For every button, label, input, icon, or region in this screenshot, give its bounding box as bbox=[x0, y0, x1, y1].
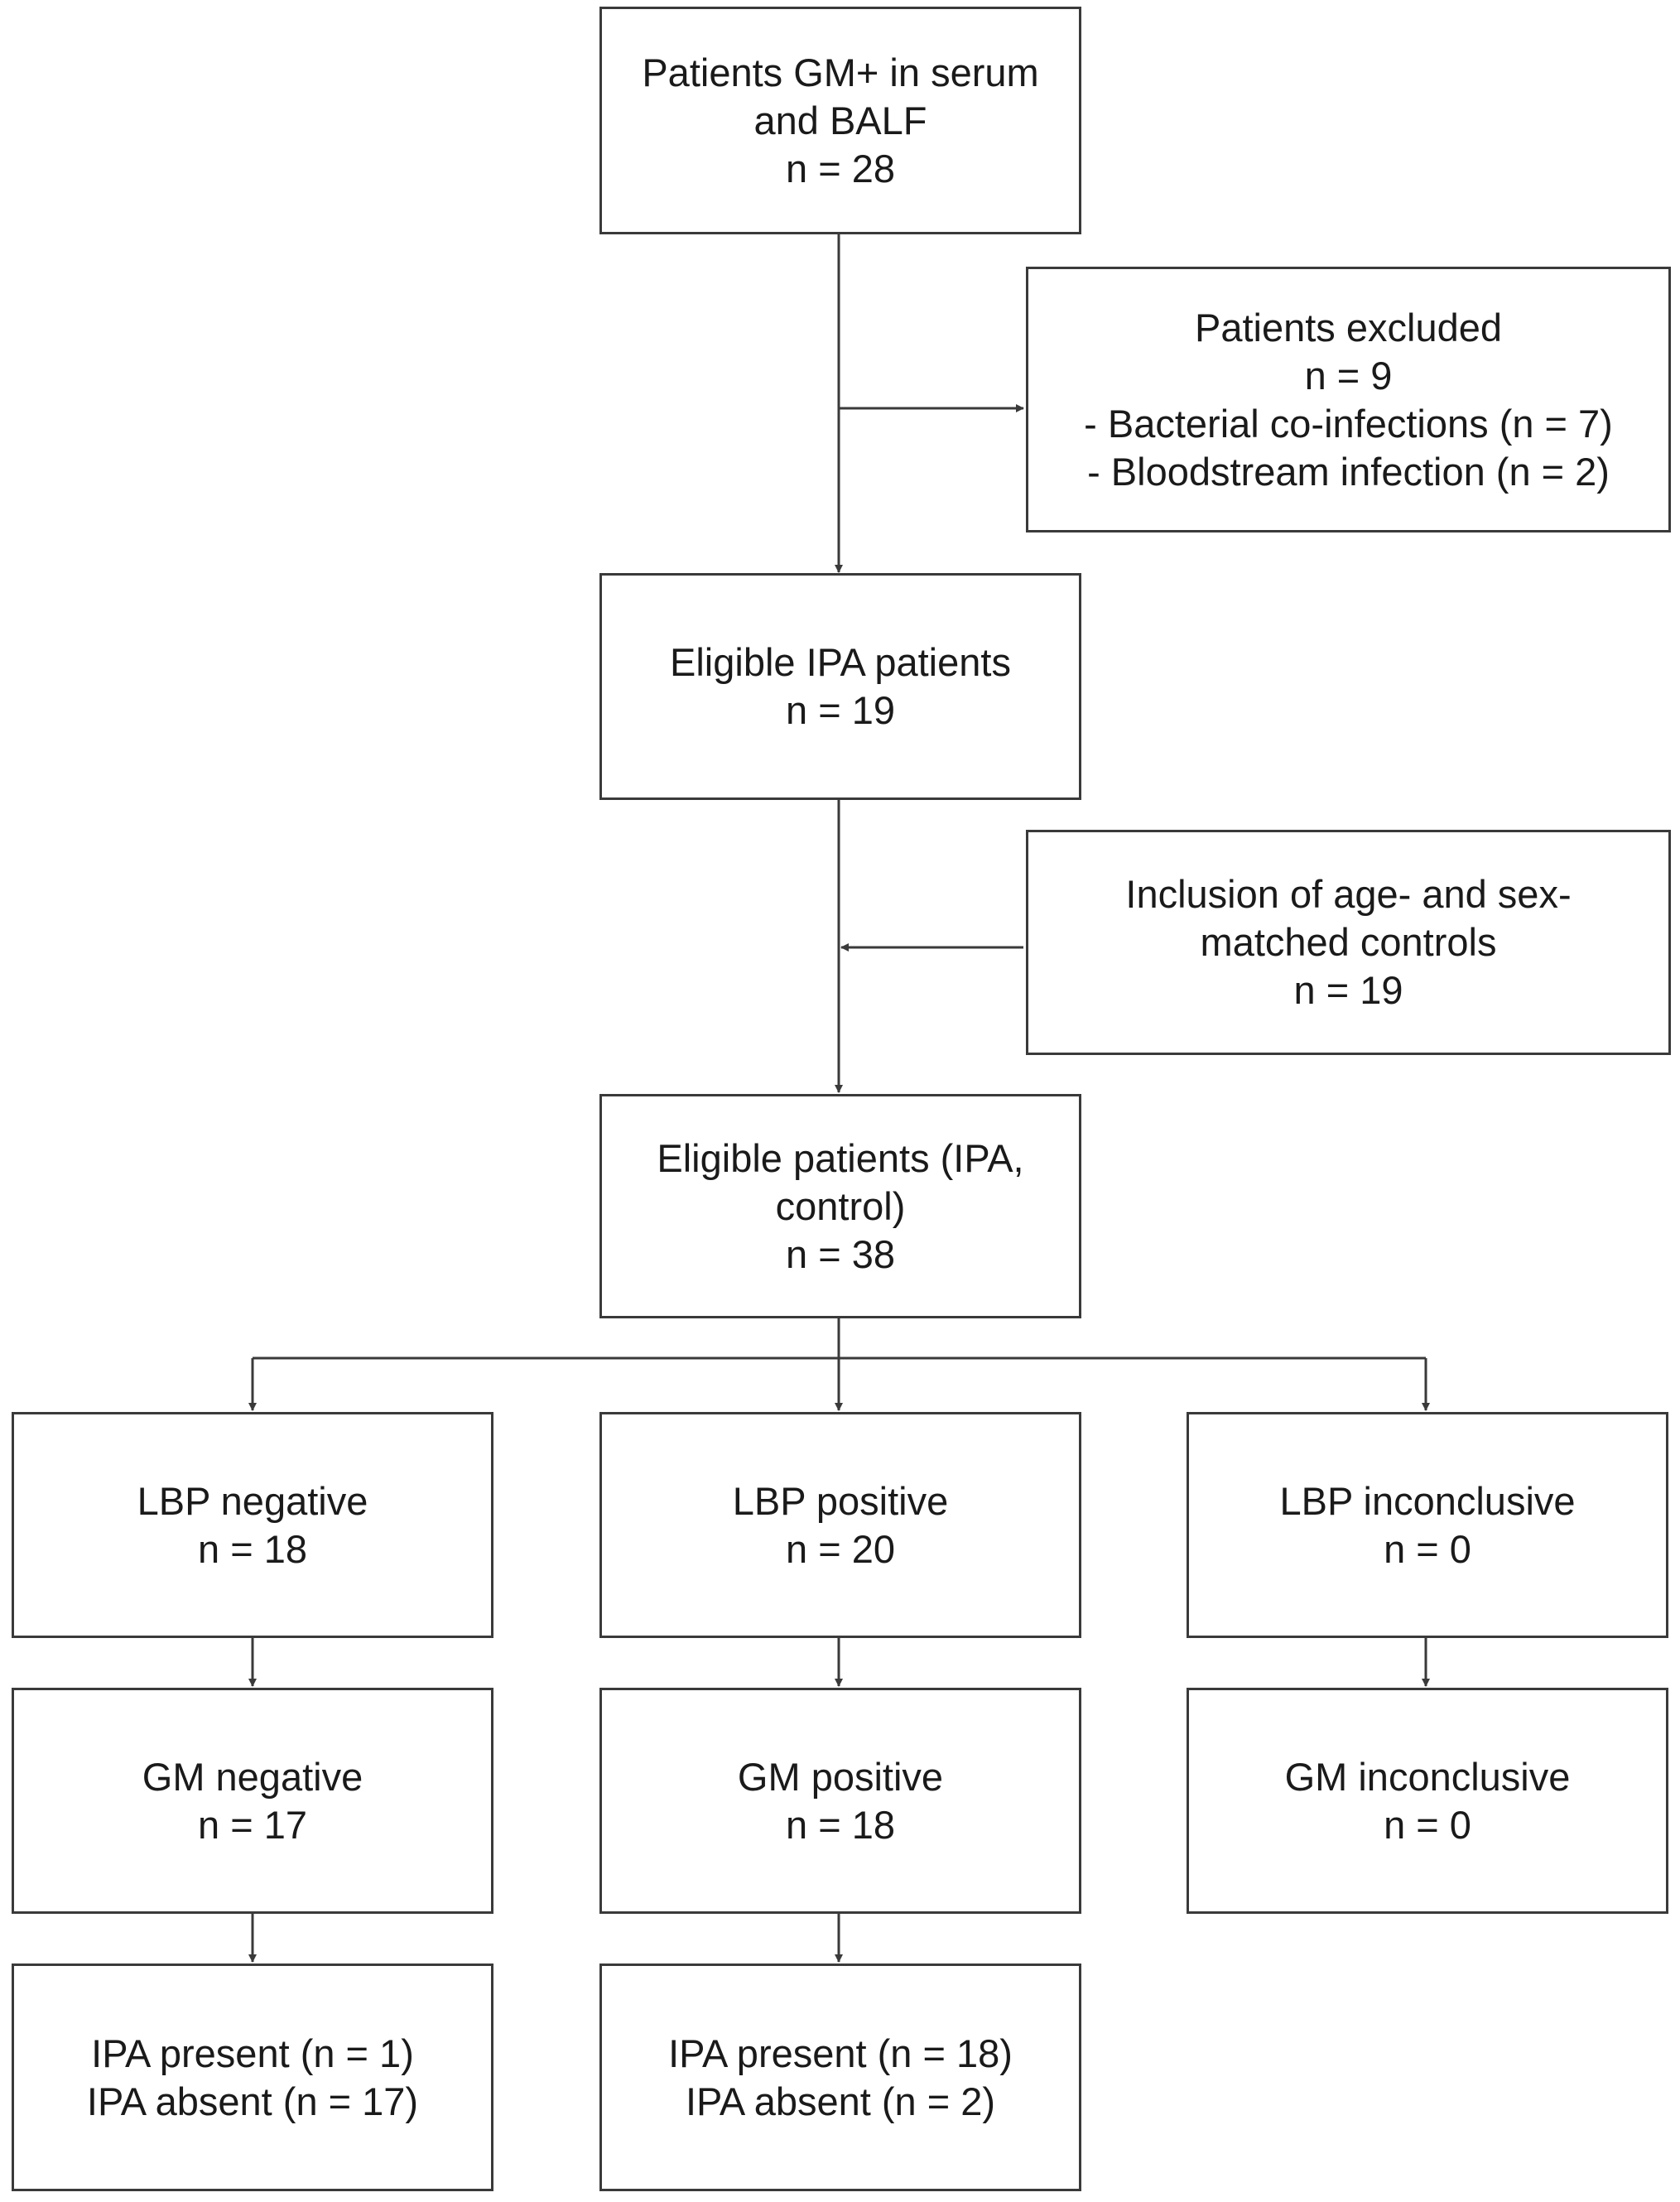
box-excluded-line-2: n = 9 bbox=[1304, 353, 1393, 398]
box-gm-positive-line-1: GM positive bbox=[737, 1754, 944, 1799]
box-controls-line-3: n = 19 bbox=[1293, 968, 1403, 1012]
box-lbp-inconclusive-line-1: LBP inconclusive bbox=[1279, 1478, 1576, 1523]
box-eligible-all-line-2: control) bbox=[775, 1183, 906, 1228]
box-lbp-positive-line-2: n = 20 bbox=[786, 1526, 895, 1571]
box-gm-negative-line-1: GM negative bbox=[142, 1754, 363, 1799]
box-ipa-negative-branch: IPA present (n = 1) IPA absent (n = 17) bbox=[12, 1963, 493, 2191]
box-lbp-inconclusive-line-2: n = 0 bbox=[1384, 1526, 1471, 1571]
box-gm-negative: GM negative n = 17 bbox=[12, 1688, 493, 1914]
box-lbp-positive-line-1: LBP positive bbox=[732, 1478, 949, 1523]
box-start: Patients GM+ in serum and BALF n = 28 bbox=[599, 7, 1081, 234]
box-ipa-negative-branch-line-2: IPA absent (n = 17) bbox=[86, 2079, 419, 2123]
box-lbp-inconclusive: LBP inconclusive n = 0 bbox=[1187, 1412, 1668, 1638]
box-eligible-ipa-line-1: Eligible IPA patients bbox=[670, 640, 1011, 684]
box-lbp-negative: LBP negative n = 18 bbox=[12, 1412, 493, 1638]
box-gm-inconclusive-line-2: n = 0 bbox=[1384, 1802, 1471, 1847]
box-eligible-all: Eligible patients (IPA, control) n = 38 bbox=[599, 1094, 1081, 1318]
box-ipa-positive-branch: IPA present (n = 18) IPA absent (n = 2) bbox=[599, 1963, 1081, 2191]
box-start-line-3: n = 28 bbox=[786, 146, 895, 190]
box-start-line-1: Patients GM+ in serum bbox=[642, 50, 1039, 94]
box-lbp-positive: LBP positive n = 20 bbox=[599, 1412, 1081, 1638]
box-controls: Inclusion of age- and sex- matched contr… bbox=[1026, 830, 1671, 1055]
box-lbp-negative-line-1: LBP negative bbox=[137, 1478, 368, 1523]
box-gm-negative-line-2: n = 17 bbox=[198, 1802, 307, 1847]
box-controls-line-2: matched controls bbox=[1200, 920, 1497, 964]
box-ipa-positive-branch-line-2: IPA absent (n = 2) bbox=[685, 2079, 996, 2123]
box-eligible-ipa: Eligible IPA patients n = 19 bbox=[599, 573, 1081, 800]
box-start-line-2: and BALF bbox=[753, 98, 927, 142]
box-controls-line-1: Inclusion of age- and sex- bbox=[1125, 872, 1572, 916]
box-gm-inconclusive: GM inconclusive n = 0 bbox=[1187, 1688, 1668, 1914]
box-eligible-all-line-1: Eligible patients (IPA, bbox=[657, 1135, 1024, 1180]
box-ipa-negative-branch-line-1: IPA present (n = 1) bbox=[91, 2031, 414, 2075]
box-gm-positive-line-2: n = 18 bbox=[786, 1802, 895, 1847]
box-excluded-line-1: Patients excluded bbox=[1194, 305, 1503, 349]
box-gm-inconclusive-line-1: GM inconclusive bbox=[1284, 1754, 1571, 1799]
box-eligible-all-line-3: n = 38 bbox=[786, 1231, 895, 1276]
box-gm-positive: GM positive n = 18 bbox=[599, 1688, 1081, 1914]
box-lbp-negative-line-2: n = 18 bbox=[198, 1526, 307, 1571]
box-eligible-ipa-line-2: n = 19 bbox=[786, 688, 895, 732]
box-excluded-line-3: - Bacterial co-infections (n = 7) bbox=[1084, 401, 1613, 446]
box-ipa-positive-branch-line-1: IPA present (n = 18) bbox=[668, 2031, 1013, 2075]
box-excluded: Patients excluded n = 9 - Bacterial co-i… bbox=[1026, 267, 1671, 532]
box-excluded-line-4: - Bloodstream infection (n = 2) bbox=[1087, 449, 1610, 494]
